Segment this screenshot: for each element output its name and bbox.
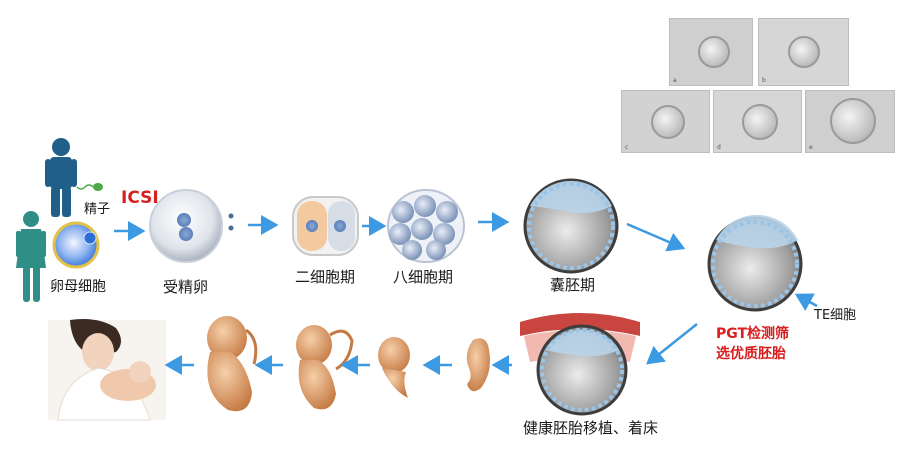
polar-body-icon xyxy=(228,225,234,231)
blastocyst-label: 囊胚期 xyxy=(550,276,596,294)
oocyte-label: 卵母细胞 xyxy=(50,279,106,295)
eight-cell-label: 八细胞期 xyxy=(393,268,454,286)
female-figure-icon xyxy=(16,211,46,302)
fetus-stage-4-icon xyxy=(207,316,258,412)
transfer-label: 健康胚胎移植、着床 xyxy=(523,419,659,437)
micro-photo-e: e xyxy=(805,90,895,153)
selected-blastocyst-icon xyxy=(707,214,803,312)
arrow-icon xyxy=(794,293,818,311)
fetus-stage-2-icon xyxy=(378,337,410,398)
flow-arrows xyxy=(114,212,818,375)
pgt-label-line2: 选优质胚胎 xyxy=(716,346,786,362)
polar-body-icon xyxy=(228,213,234,219)
icsi-label: ICSI xyxy=(121,188,159,208)
fetus-stage-3-icon xyxy=(296,325,354,410)
two-cell-embryo-icon xyxy=(292,196,359,256)
eight-cell-embryo-icon xyxy=(387,189,465,263)
micro-photo-c: c xyxy=(621,90,710,153)
fertilized-egg-icon xyxy=(149,189,223,263)
sperm-icon xyxy=(76,183,103,191)
te-cell-label: TE细胞 xyxy=(814,308,857,323)
fertilized-egg-label: 受精卵 xyxy=(163,278,209,296)
pgt-label-line1: PGT检测筛 xyxy=(716,326,790,342)
micro-photo-b: b xyxy=(758,18,849,86)
male-figure-icon xyxy=(45,138,77,217)
micro-photo-a: a xyxy=(669,18,753,86)
oocyte-icon xyxy=(52,221,100,269)
micro-photo-d: d xyxy=(713,90,802,153)
two-cell-label: 二细胞期 xyxy=(295,268,356,286)
blastocyst-icon xyxy=(523,178,619,274)
arrow-icon xyxy=(646,323,698,365)
implantation-icon xyxy=(520,313,640,416)
arrow-icon xyxy=(626,222,686,252)
sperm-label: 精子 xyxy=(84,202,111,217)
fetus-stage-1-icon xyxy=(466,338,490,392)
mother-baby-photo xyxy=(48,319,166,421)
